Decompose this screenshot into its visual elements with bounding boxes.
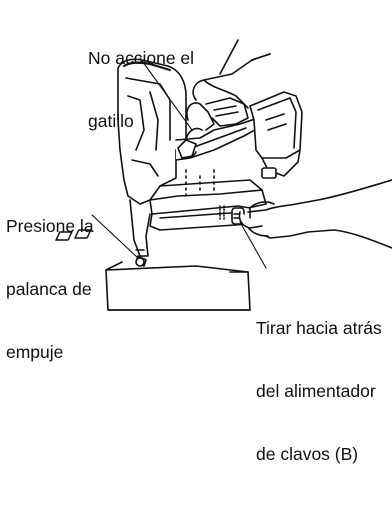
lower-hand <box>238 179 392 249</box>
nail-feeder-callout: Tirar hacia atrás del alimentador de cla… <box>256 276 382 507</box>
trigger-callout-line-1: No accione el <box>88 48 195 68</box>
push-lever-leader-line <box>91 214 139 259</box>
trigger-leader-line <box>139 57 193 131</box>
instruction-diagram: No accione el gatillo Presione la palanc… <box>6 6 392 464</box>
leader-lines <box>91 57 267 269</box>
workpiece-board <box>105 261 251 311</box>
upper-hand <box>177 39 271 159</box>
nailer-body <box>55 58 303 267</box>
feeder-leader-line <box>239 221 267 269</box>
trigger-callout-line-2: gatillo <box>88 111 134 131</box>
trigger-callout: No accione el gatillo <box>88 6 194 174</box>
nail-feeder-callout-line-1: Tirar hacia atrás <box>256 318 382 338</box>
push-lever-callout-line-3: empuje <box>6 342 64 362</box>
nail-feeder-callout-line-2: del alimentador <box>256 381 376 401</box>
push-lever-callout-line-1: Presione la <box>6 216 94 236</box>
nailer-illustration <box>55 39 392 311</box>
nail-feeder-callout-line-3: de clavos (B) <box>256 444 359 464</box>
push-lever-callout: Presione la palanca de empuje <box>6 174 94 405</box>
push-lever-callout-line-2: palanca de <box>6 279 92 299</box>
